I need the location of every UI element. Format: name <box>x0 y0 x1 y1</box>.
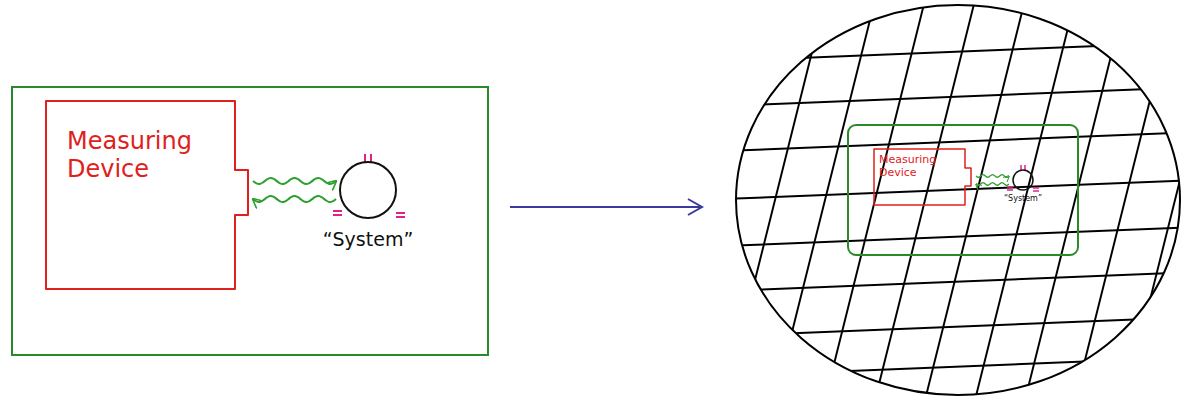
circle-outline <box>340 162 396 218</box>
measuring-device: Measuring Device <box>45 100 250 290</box>
signal-wave <box>976 175 1009 178</box>
device-outline <box>46 101 248 289</box>
system-label: “System” <box>307 229 429 251</box>
lab-enclosure <box>848 125 1078 255</box>
system-label: “System” <box>991 194 1055 203</box>
system-circle: “System” <box>339 161 397 219</box>
lab-enclosure <box>12 87 488 355</box>
signal-wave <box>253 196 336 202</box>
device-label: Measuring Device <box>67 128 207 183</box>
signal-wave <box>253 178 336 184</box>
device-label: Measuring Device <box>879 154 945 179</box>
system-circle: “System” <box>1012 169 1034 191</box>
circle-ticks <box>1007 165 1039 191</box>
signal-wave <box>976 183 1009 186</box>
circle-outline <box>1013 170 1033 190</box>
circle-outline <box>339 161 397 219</box>
world-boundary <box>736 5 1180 395</box>
circle-outline <box>1012 169 1034 191</box>
circle-ticks <box>333 154 405 217</box>
world-grid <box>700 0 1183 399</box>
device-outline <box>874 149 971 205</box>
arrow-head <box>688 199 702 215</box>
transition-arrow <box>510 206 702 208</box>
measuring-device: Measuring Device <box>873 148 973 206</box>
